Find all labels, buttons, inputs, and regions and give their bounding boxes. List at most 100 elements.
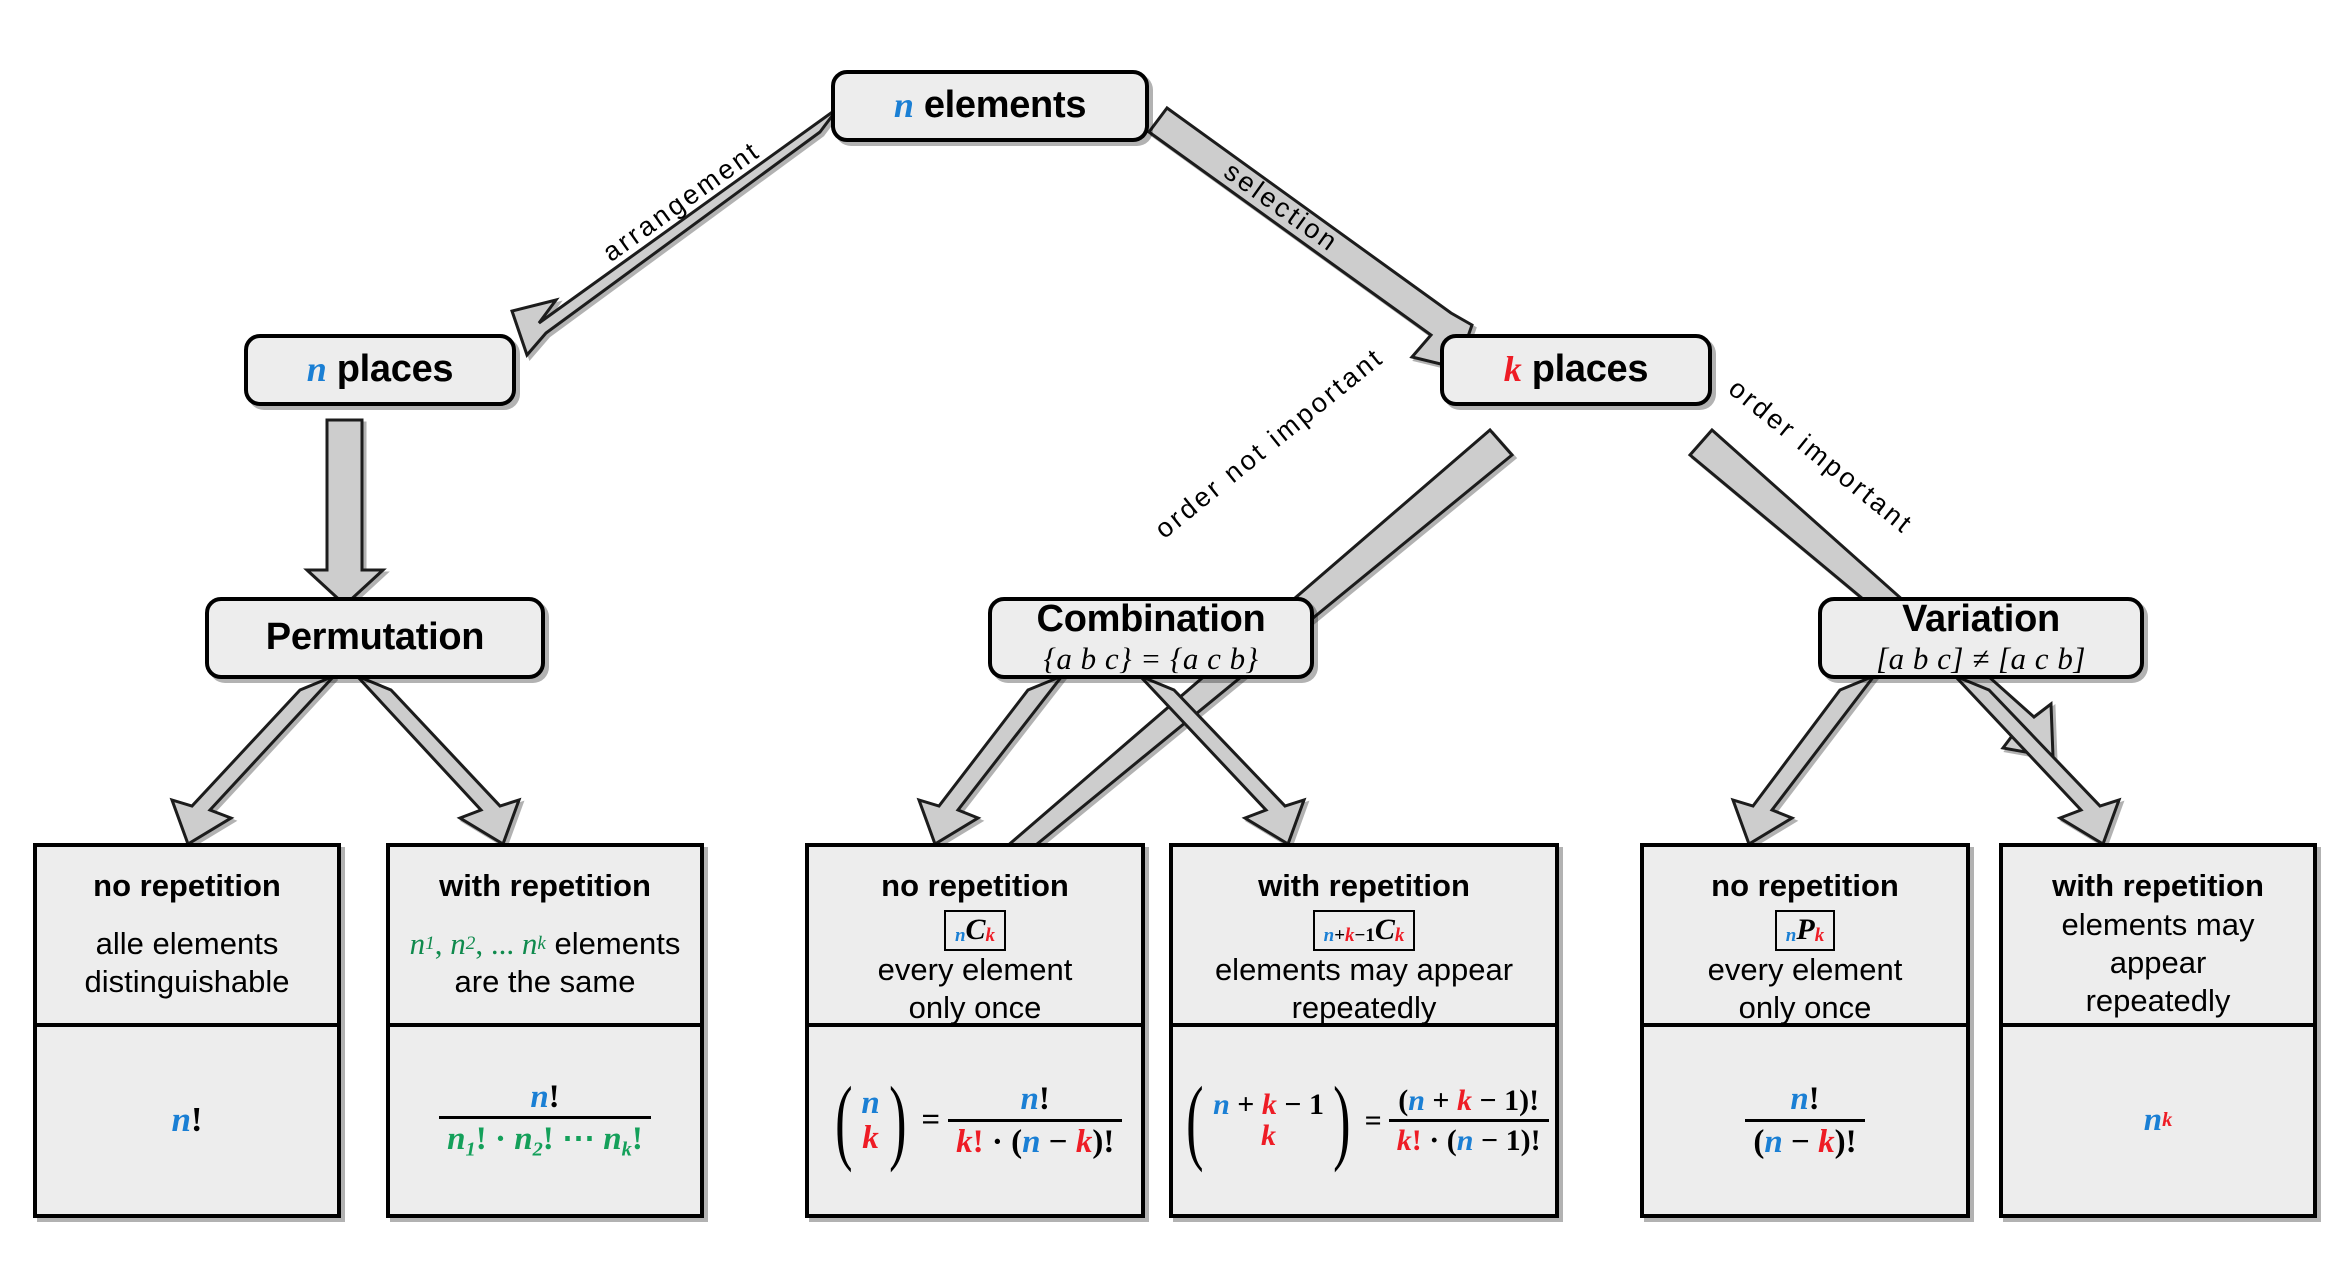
variable-n: n xyxy=(306,349,327,390)
node-permutation[interactable]: Permutation xyxy=(205,597,545,679)
desc-line-2: only once xyxy=(1738,989,1872,1025)
arrow-n-places-to-permutation xyxy=(303,418,387,608)
binomial-coefficient: ( n + k − 1 k ) xyxy=(1179,1073,1357,1169)
sym-n: n xyxy=(409,926,426,962)
arrow-combination-to-leaf-no-repetition xyxy=(916,672,1067,847)
symbol-nPk: nPk xyxy=(1774,910,1836,952)
leaf-description: every element only once xyxy=(1702,951,1909,1027)
sym-plus: + xyxy=(1334,925,1346,947)
desc-line-2: distinguishable xyxy=(84,964,290,1000)
sym-equals: = xyxy=(921,1102,941,1139)
edge-label-arrangement: arrangement xyxy=(597,134,766,268)
node-k-places-label: k places xyxy=(1504,349,1649,390)
leaf-variation-no-repetition[interactable]: no repetition nPk every element only onc… xyxy=(1640,843,1970,1218)
fraction: (n + k − 1)! k! · (n − 1)! xyxy=(1388,1085,1549,1156)
fraction: n! n1! · n2! ⋯ nk! xyxy=(439,1078,651,1162)
node-combination-subtitle: {a b c} = {a c b} xyxy=(1043,640,1259,676)
formula-multiset-permutation: n! n1! · n2! ⋯ nk! xyxy=(439,1078,651,1162)
desc-line-2: repeatedly xyxy=(2085,982,2231,1018)
leaf-divider xyxy=(809,1023,1141,1027)
leaf-combination-no-repetition[interactable]: no repetition nCk every element only onc… xyxy=(805,843,1145,1218)
fraction-denominator: n1! · n2! ⋯ nk! xyxy=(439,1116,651,1161)
sym-nk: n xyxy=(521,926,538,962)
node-k-places[interactable]: k places xyxy=(1440,334,1712,406)
fraction-denominator: (n − k)! xyxy=(1745,1118,1865,1160)
sym-minus: − xyxy=(1048,1123,1068,1160)
leaf-divider xyxy=(1173,1023,1555,1027)
fraction: n! (n − k)! xyxy=(1745,1082,1865,1160)
sym-n2: n xyxy=(514,1121,533,1158)
leaf-upper: no repetition nPk every element only onc… xyxy=(1644,847,1966,1024)
binomial-stack: n k xyxy=(859,1084,881,1156)
desc-line-2: repeatedly xyxy=(1291,989,1437,1025)
node-n-places[interactable]: n places xyxy=(244,334,516,406)
leaf-description: every element only once xyxy=(872,951,1079,1027)
arrow-permutation-to-leaf-with-repetition xyxy=(355,674,522,847)
leaf-combination-with-repetition[interactable]: with repetition n+k−1Ck elements may app… xyxy=(1169,843,1559,1218)
sym-minus: − xyxy=(1354,925,1366,947)
fraction-denominator: k! · (n − k)! xyxy=(948,1118,1123,1160)
node-variation-subtitle: [a b c] ≠ [a c b] xyxy=(1876,640,2086,676)
sym-sub1: 1 xyxy=(425,933,435,955)
node-combination[interactable]: Combination {a b c} = {a c b} xyxy=(988,597,1314,679)
leaf-header: no repetition xyxy=(93,868,281,903)
desc-line-1: elements may appear xyxy=(1214,952,1514,988)
leaf-permutation-no-repetition[interactable]: no repetition alle elements distinguisha… xyxy=(33,843,341,1218)
sym-equals: = xyxy=(1364,1103,1382,1137)
leaf-header: with repetition xyxy=(1258,868,1470,903)
leaf-variation-with-repetition[interactable]: with repetition elements may appear repe… xyxy=(1999,843,2317,1218)
binomial-top: n + k − 1 xyxy=(1213,1087,1324,1121)
sym-k: k xyxy=(1075,1123,1093,1160)
formula-binomial-nk: ( n k ) = n! k! · (n − k)! xyxy=(828,1067,1123,1174)
sym-n2: n xyxy=(450,926,466,962)
sym-k: k xyxy=(956,1123,973,1160)
sym-n: n xyxy=(2143,1102,2163,1139)
leaf-upper: with repetition n+k−1Ck elements may app… xyxy=(1173,847,1555,1025)
sym-k: k xyxy=(862,1119,879,1156)
desc-line-2: only once xyxy=(908,989,1042,1025)
fraction-numerator: n! xyxy=(1020,1080,1050,1117)
node-permutation-title: Permutation xyxy=(265,616,485,659)
edge-label-selection: selection xyxy=(1218,156,1345,258)
symbol-nCk: nCk xyxy=(943,910,1007,952)
sym-ellipsis: ⋯ xyxy=(562,1121,596,1158)
desc-line-1: every element xyxy=(877,952,1073,988)
sym-nk: n xyxy=(603,1121,622,1158)
sym-n: n xyxy=(861,1084,880,1121)
leaf-divider xyxy=(2003,1023,2313,1027)
sym-k: k xyxy=(2162,1108,2173,1131)
leaf-description: elements may appear repeatedly xyxy=(2003,906,2313,1019)
leaf-divider xyxy=(37,1023,337,1027)
leaf-upper: with repetition elements may appear repe… xyxy=(2003,847,2313,1023)
sym-dot: · xyxy=(991,1123,1003,1160)
arrow-root-to-n-places xyxy=(510,106,840,358)
node-n-elements[interactable]: n elements xyxy=(831,70,1149,142)
node-variation[interactable]: Variation [a b c] ≠ [a c b] xyxy=(1818,597,2144,679)
fraction: n! k! · (n − k)! xyxy=(948,1080,1123,1160)
leaf-formula-area: n! n1! · n2! ⋯ nk! xyxy=(390,1027,700,1214)
sym-n: n xyxy=(954,925,966,947)
sym-C: C xyxy=(1374,913,1395,947)
leaf-divider xyxy=(390,1023,700,1027)
sym-n1: n xyxy=(447,1121,466,1158)
paren-right: ) xyxy=(888,1067,907,1174)
leaf-upper: no repetition alle elements distinguisha… xyxy=(37,847,337,1023)
desc-line-1: every element xyxy=(1707,952,1903,988)
leaf-header: with repetition xyxy=(2052,868,2264,903)
formula-variation-no-repetition: n! (n − k)! xyxy=(1745,1082,1865,1160)
sym-P: P xyxy=(1796,913,1815,947)
sym-one: 1 xyxy=(1365,925,1375,947)
node-n-elements-text: elements xyxy=(923,84,1087,127)
sym-n: n xyxy=(530,1078,549,1115)
sym-k: k xyxy=(1814,925,1825,947)
binomial-coefficient: ( n k ) xyxy=(828,1067,914,1174)
sym-n: n xyxy=(1020,1080,1039,1117)
leaf-header: no repetition xyxy=(881,868,1069,903)
fraction-numerator: n! xyxy=(522,1078,567,1117)
desc-word-elements: elements xyxy=(554,926,681,962)
arrow-variation-to-leaf-with-repetition xyxy=(1953,674,2122,847)
